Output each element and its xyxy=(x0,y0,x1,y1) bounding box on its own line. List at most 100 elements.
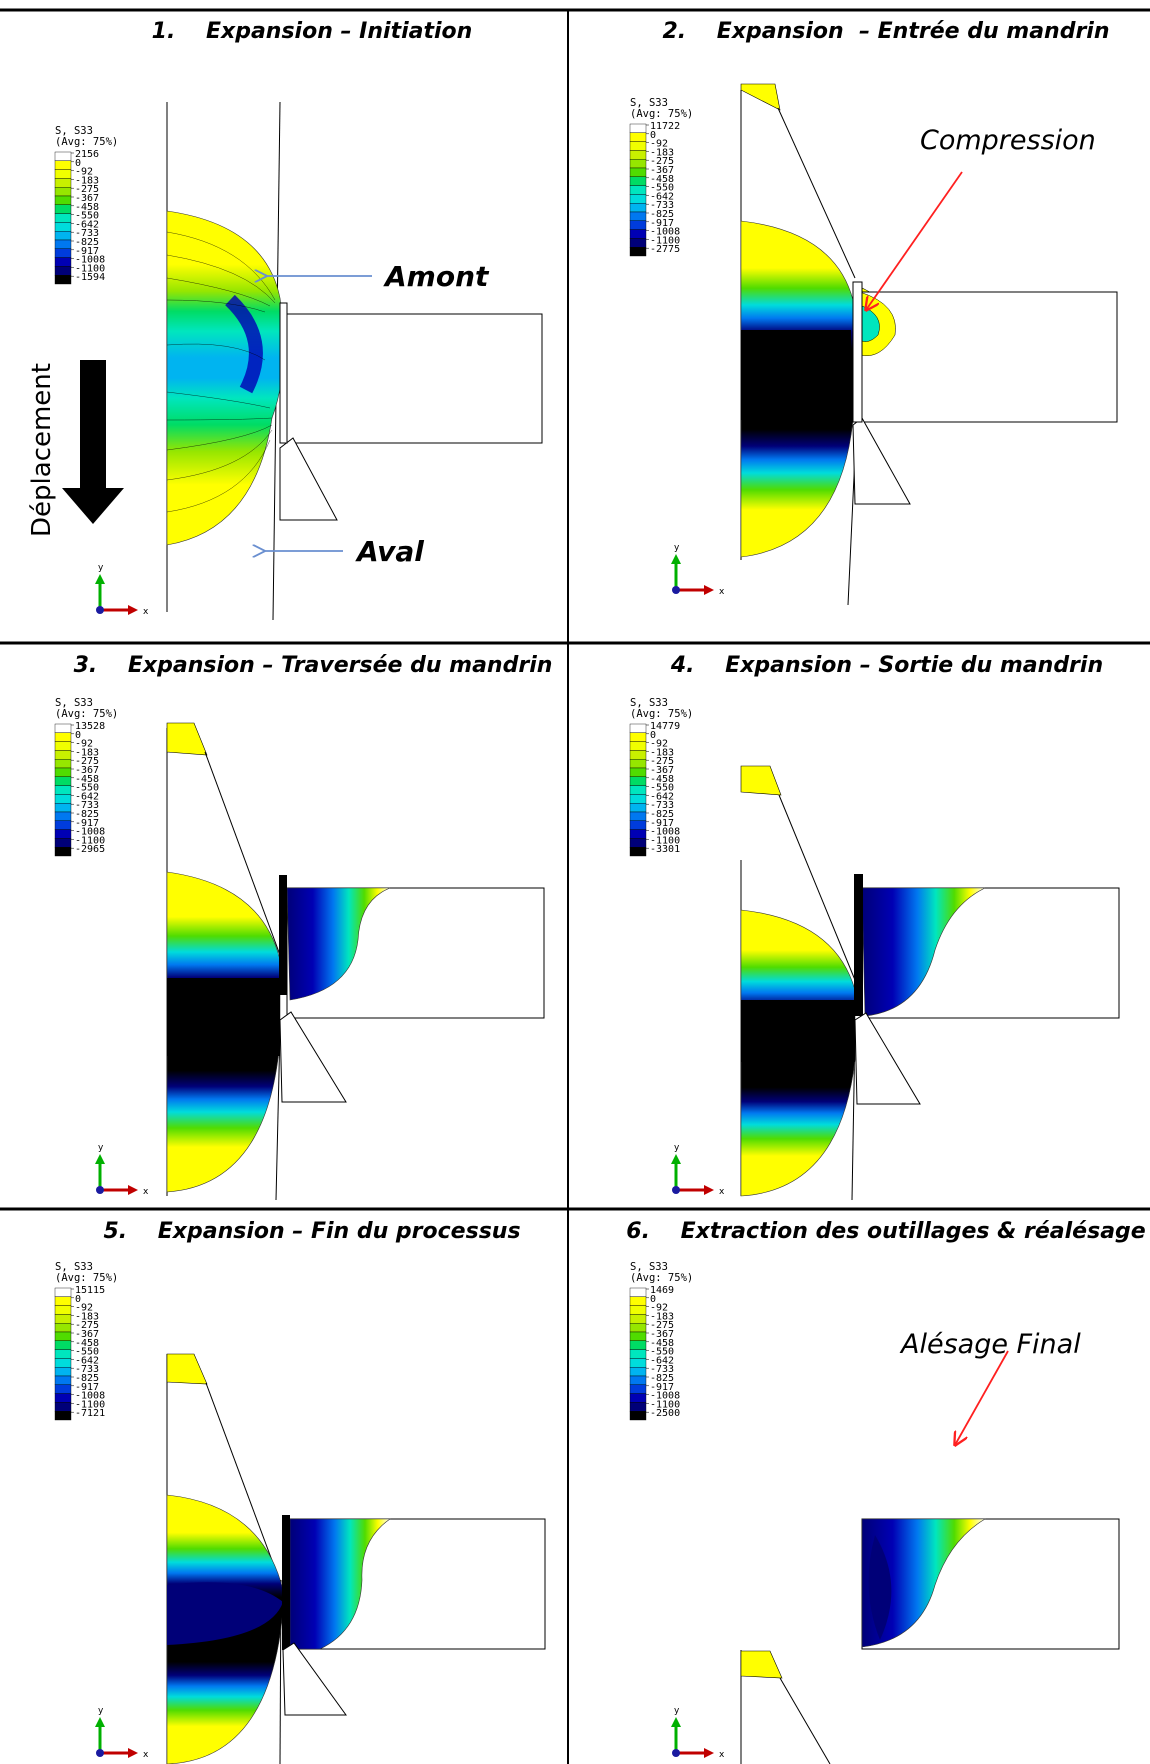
legend-tick-label: -733 xyxy=(650,200,674,211)
legend-tick-label: -458 xyxy=(75,1338,99,1349)
panel-5-contour-plot xyxy=(166,1353,546,1764)
legend-tick-label: -458 xyxy=(75,202,99,213)
legend-tick-label: -92 xyxy=(75,167,93,178)
panel-6-contour-plot xyxy=(740,1518,1120,1764)
legend-tick-label: -550 xyxy=(75,211,99,222)
legend-tick-label: -458 xyxy=(650,174,674,185)
legend-swatch xyxy=(54,1314,72,1324)
legend-averaging: (Avg: 75%) xyxy=(55,1272,118,1284)
panel-5-title: 5. Expansion – Fin du processus xyxy=(103,1219,520,1244)
legend-tick-label: -642 xyxy=(650,191,674,202)
legend-tick-label: 2156 xyxy=(75,149,99,160)
legend-tick-label: 0 xyxy=(75,730,81,741)
legend-swatch xyxy=(629,811,647,822)
legend-tick-label: -1008 xyxy=(75,255,105,266)
legend-tick-label: -275 xyxy=(650,756,674,767)
legend-swatch xyxy=(54,1305,72,1315)
legend-swatch xyxy=(54,732,72,742)
axis-x-label: x xyxy=(143,607,149,617)
legend-swatch xyxy=(629,1358,647,1368)
legend-tick-label: 14779 xyxy=(650,721,680,732)
legend-tick-label: 0 xyxy=(75,1294,81,1305)
legend-swatch xyxy=(54,160,72,170)
legend-swatch xyxy=(629,1323,647,1333)
panel-3-contour-plot xyxy=(166,722,545,1201)
legend-tick-label: -183 xyxy=(650,1311,674,1322)
legend-tick-label: 15115 xyxy=(75,1285,105,1296)
legend-tick-label: -550 xyxy=(75,1347,99,1358)
legend-tick-label: 0 xyxy=(75,158,81,169)
legend-swatch xyxy=(54,1331,72,1342)
legend-swatch xyxy=(629,132,647,142)
legend-swatch xyxy=(629,1375,647,1386)
legend-averaging: (Avg: 75%) xyxy=(630,708,693,720)
panel-4-legend: S, S33(Avg: 75%)147790-92-183-275-367-45… xyxy=(629,697,693,857)
legend-swatch xyxy=(629,794,647,804)
legend-swatch xyxy=(54,187,72,197)
panel-1-contour-plot xyxy=(166,101,543,621)
legend-swatch xyxy=(54,820,72,830)
legend-tick-label: -825 xyxy=(75,809,99,820)
legend-swatch xyxy=(629,838,647,848)
legend-swatch xyxy=(629,211,647,222)
legend-swatch xyxy=(629,176,647,186)
legend-tick-label: 0 xyxy=(650,130,656,141)
legend-swatch xyxy=(54,230,72,241)
legend-tick-label: -92 xyxy=(650,739,668,750)
legend-tick-label: -367 xyxy=(75,765,99,776)
legend-swatch xyxy=(629,1410,647,1421)
axis-triad: yx xyxy=(95,1143,149,1197)
legend-averaging: (Avg: 75%) xyxy=(55,136,118,148)
legend-tick-label: 1469 xyxy=(650,1285,674,1296)
axis-y-label: y xyxy=(98,1706,104,1716)
legend-swatch xyxy=(629,1305,647,1315)
legend-tick-label: -183 xyxy=(75,175,99,186)
legend-swatch xyxy=(54,838,72,848)
legend-tick-label: -733 xyxy=(650,800,674,811)
legend-variable: S, S33 xyxy=(630,1261,668,1273)
legend-swatch xyxy=(54,1384,72,1394)
axis-triad: yx xyxy=(95,1706,149,1760)
legend-swatch xyxy=(54,1340,72,1350)
panel-1-legend: S, S33(Avg: 75%)21560-92-183-275-367-458… xyxy=(54,125,118,285)
legend-tick-label: -825 xyxy=(650,809,674,820)
axis-x-label: x xyxy=(719,1750,725,1760)
legend-tick-label: -917 xyxy=(75,246,99,257)
axis-x-label: x xyxy=(143,1750,149,1760)
legend-tick-label: -92 xyxy=(650,139,668,150)
legend-swatch xyxy=(629,776,647,786)
legend-swatch xyxy=(54,169,72,179)
legend-swatch xyxy=(54,213,72,223)
legend-swatch xyxy=(629,141,647,151)
legend-tick-label: -275 xyxy=(75,756,99,767)
axis-triad: yx xyxy=(671,1706,725,1760)
legend-averaging: (Avg: 75%) xyxy=(630,1272,693,1284)
legend-swatch xyxy=(54,195,72,206)
legend-swatch xyxy=(54,1349,72,1359)
legend-swatch xyxy=(54,1358,72,1368)
legend-tick-label: -183 xyxy=(650,147,674,158)
legend-swatch xyxy=(54,767,72,778)
legend-swatch xyxy=(629,732,647,742)
legend-tick-label: -1100 xyxy=(75,263,105,274)
legend-tick-label: -642 xyxy=(650,791,674,802)
legend-swatch xyxy=(629,846,647,857)
legend-swatch xyxy=(629,167,647,178)
legend-swatch xyxy=(629,1402,647,1412)
legend-tick-label: -917 xyxy=(650,818,674,829)
legend-swatch xyxy=(54,759,72,769)
compression-annotation: Compression xyxy=(866,125,1096,310)
axis-x-label: x xyxy=(719,1187,725,1197)
legend-tick-label: -642 xyxy=(650,1355,674,1366)
legend-tick-label: -92 xyxy=(75,1303,93,1314)
legend-variable: S, S33 xyxy=(630,697,668,709)
legend-swatch xyxy=(54,1375,72,1386)
legend-swatch xyxy=(54,178,72,188)
legend-swatch xyxy=(629,194,647,204)
legend-tick-label: -642 xyxy=(75,1355,99,1366)
legend-swatch xyxy=(54,785,72,795)
legend-tick-label: -275 xyxy=(75,1320,99,1331)
legend-swatch xyxy=(629,246,647,257)
legend-swatch xyxy=(54,204,72,214)
legend-tick-label: -1008 xyxy=(650,227,680,238)
